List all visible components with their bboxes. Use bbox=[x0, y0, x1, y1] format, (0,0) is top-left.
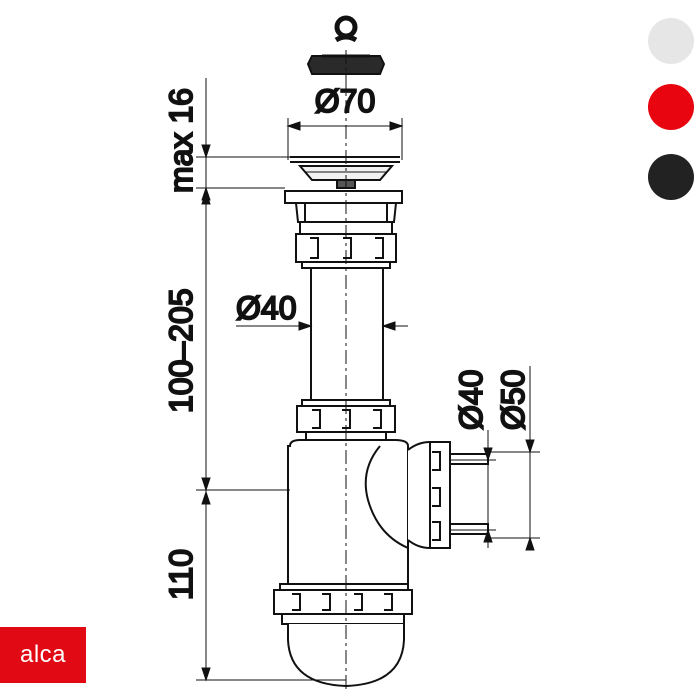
side-outlet bbox=[407, 441, 489, 549]
dimension-label-tube-diameter: Ø40 bbox=[236, 290, 296, 326]
logo-text: alca bbox=[19, 641, 67, 668]
bottom-cap bbox=[273, 583, 413, 688]
color-swatch-black[interactable] bbox=[648, 154, 694, 200]
color-swatch-white[interactable] bbox=[648, 18, 694, 64]
dimension-label-strainer-height: max 16 bbox=[163, 88, 199, 193]
dimension-label-tube-length: 100–205 bbox=[163, 288, 199, 413]
stopper-plug bbox=[306, 15, 386, 75]
dimension-label-strainer-diameter: Ø70 bbox=[315, 83, 375, 119]
dimension-label-outlet-small: Ø40 bbox=[453, 370, 489, 430]
dimension-label-bottle-height: 110 bbox=[163, 549, 199, 600]
dimension-label-outlet-large: Ø50 bbox=[495, 370, 531, 430]
color-swatch-red[interactable] bbox=[648, 84, 694, 130]
vertical-tube bbox=[310, 268, 384, 402]
bottle-body bbox=[287, 439, 409, 585]
alca-logo: alca bbox=[0, 627, 86, 683]
dimension-lines bbox=[196, 78, 540, 682]
strainer-grate bbox=[284, 156, 403, 223]
